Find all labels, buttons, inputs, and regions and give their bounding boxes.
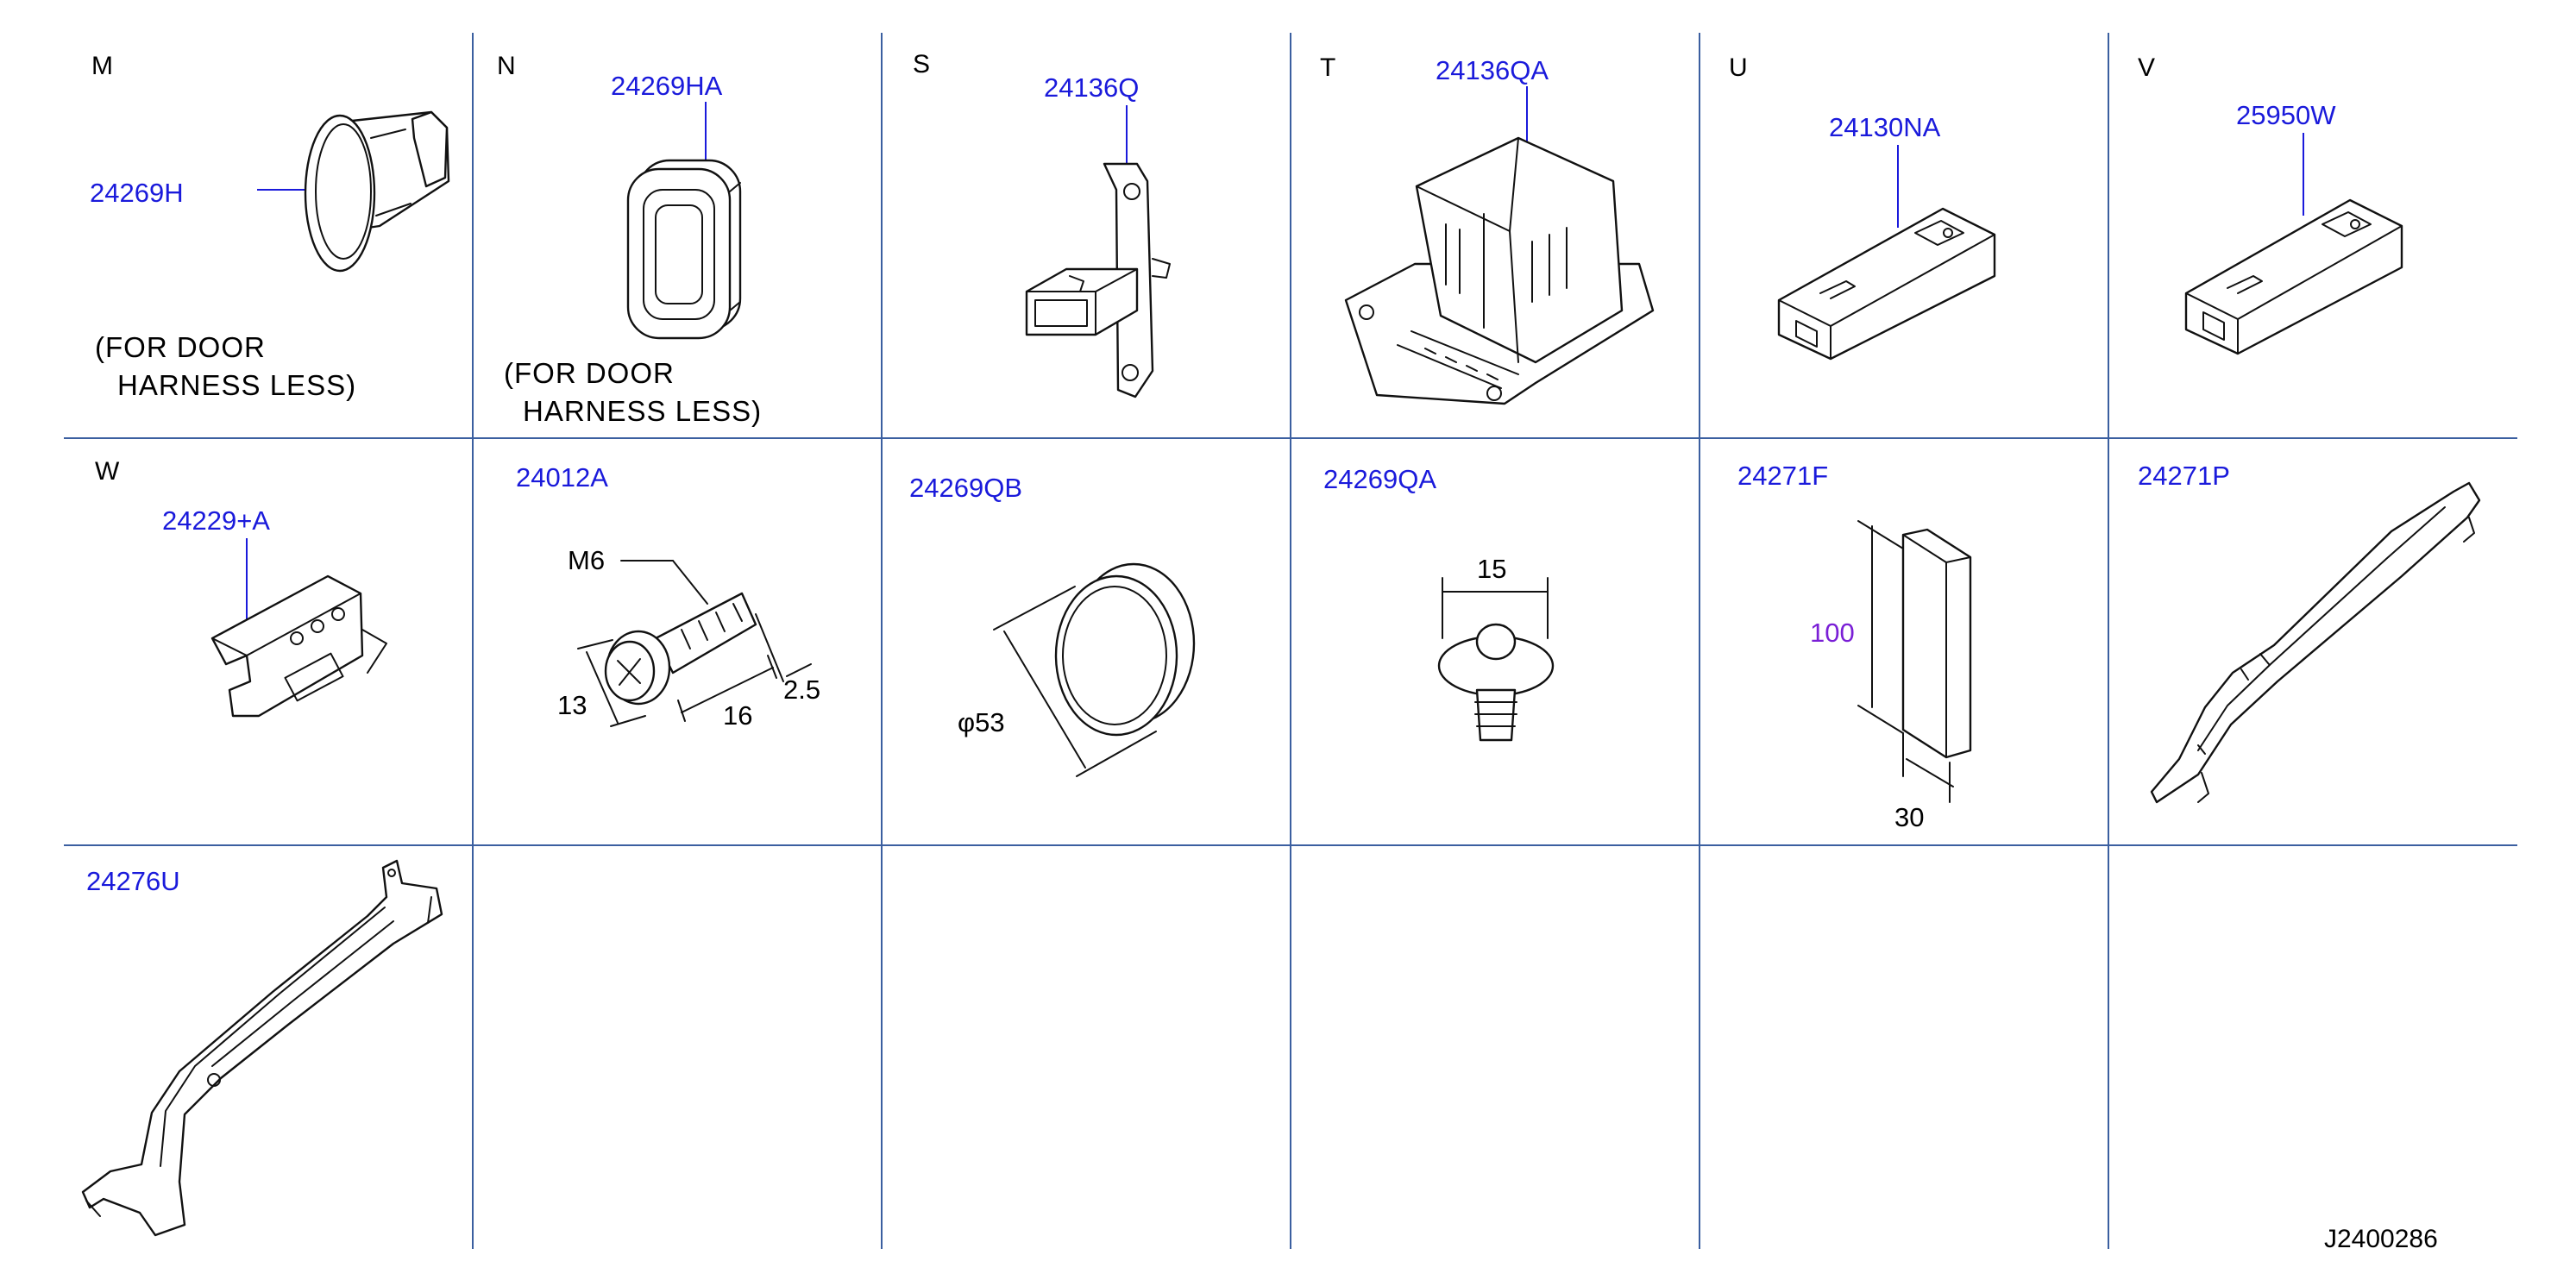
cell-letter: S bbox=[913, 50, 930, 78]
part-number: 24130NA bbox=[1829, 112, 1941, 142]
cell-grommet: 24269QB φ53 bbox=[909, 473, 1196, 777]
grid-lines bbox=[64, 33, 2517, 1249]
part-number: 25950W bbox=[2236, 100, 2336, 130]
cell-u: U 24130NA bbox=[1729, 53, 1996, 361]
cell-w: W 24229+A bbox=[95, 457, 387, 718]
cell-m: M 24269H (FOR DOOR HARNESS LESS) bbox=[90, 52, 450, 401]
dimension-washer bbox=[755, 613, 812, 682]
dimension-head bbox=[577, 639, 646, 727]
cell-letter: U bbox=[1729, 53, 1748, 82]
part-number: 24269H bbox=[90, 178, 184, 208]
protector-drawing bbox=[2150, 481, 2481, 804]
thread-label: M6 bbox=[568, 545, 605, 575]
holder-drawing bbox=[1344, 136, 1655, 405]
cell-letter: T bbox=[1320, 53, 1335, 82]
grommet-drawing bbox=[1054, 562, 1196, 737]
diagram-code: J2400286 bbox=[2324, 1225, 2438, 1253]
cell-letter: V bbox=[2138, 53, 2155, 82]
bracket-drawing bbox=[210, 574, 387, 718]
clip-drawing bbox=[1437, 623, 1555, 742]
dimension-width bbox=[1442, 577, 1549, 639]
bolt-drawing bbox=[604, 592, 757, 706]
note-line-1: (FOR DOOR bbox=[95, 331, 266, 363]
dimension-width bbox=[1902, 732, 1954, 803]
cell-bolt: 24012A M6 13 16 2.5 bbox=[516, 462, 820, 731]
cell-protector-u: 24276U bbox=[81, 859, 443, 1237]
part-number: 24136Q bbox=[1044, 72, 1139, 103]
part-number: 24012A bbox=[516, 462, 608, 493]
connector-drawing bbox=[1777, 207, 1996, 361]
part-number: 24271F bbox=[1737, 461, 1828, 491]
part-number: 24269QB bbox=[909, 473, 1022, 503]
dim-head: 13 bbox=[557, 690, 587, 720]
cell-s: S 24136Q bbox=[913, 50, 1171, 398]
dimension-height bbox=[1857, 520, 1904, 734]
cell-letter: W bbox=[95, 457, 120, 486]
cell-clip: 24269QA 15 bbox=[1323, 464, 1555, 742]
bracket-drawing bbox=[1025, 162, 1171, 398]
note-line-2: HARNESS LESS) bbox=[117, 369, 356, 401]
note-line-1: (FOR DOOR bbox=[504, 357, 675, 389]
dim-width: 15 bbox=[1477, 554, 1506, 584]
cell-n: N 24269HA (FOR DOOR HARNESS LESS) bbox=[497, 52, 762, 427]
dim-height: 100 bbox=[1810, 618, 1855, 648]
cell-letter: N bbox=[497, 52, 516, 80]
part-number: 24229+A bbox=[162, 505, 270, 536]
part-number: 24276U bbox=[86, 866, 180, 896]
protector-drawing bbox=[81, 859, 443, 1237]
cell-protector-p: 24271P bbox=[2138, 461, 2481, 804]
part-number: 24269HA bbox=[611, 71, 723, 101]
grommet-drawing bbox=[304, 110, 450, 273]
dim-diameter: φ53 bbox=[958, 707, 1005, 737]
note-line-2: HARNESS LESS) bbox=[523, 395, 762, 427]
cell-pad: 24271F 100 30 bbox=[1737, 461, 1972, 832]
part-number: 24269QA bbox=[1323, 464, 1436, 494]
grommet-drawing bbox=[626, 159, 742, 340]
dim-length: 16 bbox=[723, 700, 752, 731]
dimension-length bbox=[677, 655, 777, 722]
connector-drawing bbox=[2184, 198, 2403, 355]
cell-v: V 25950W bbox=[2138, 53, 2403, 355]
dim-washer: 2.5 bbox=[783, 675, 820, 705]
part-number: 24271P bbox=[2138, 461, 2230, 491]
part-number: 24136QA bbox=[1436, 55, 1549, 85]
cell-letter: M bbox=[91, 52, 113, 80]
dimension-diameter bbox=[993, 586, 1157, 777]
pad-drawing bbox=[1901, 528, 1972, 759]
dim-width: 30 bbox=[1894, 802, 1924, 832]
cell-t: T 24136QA bbox=[1320, 53, 1655, 405]
